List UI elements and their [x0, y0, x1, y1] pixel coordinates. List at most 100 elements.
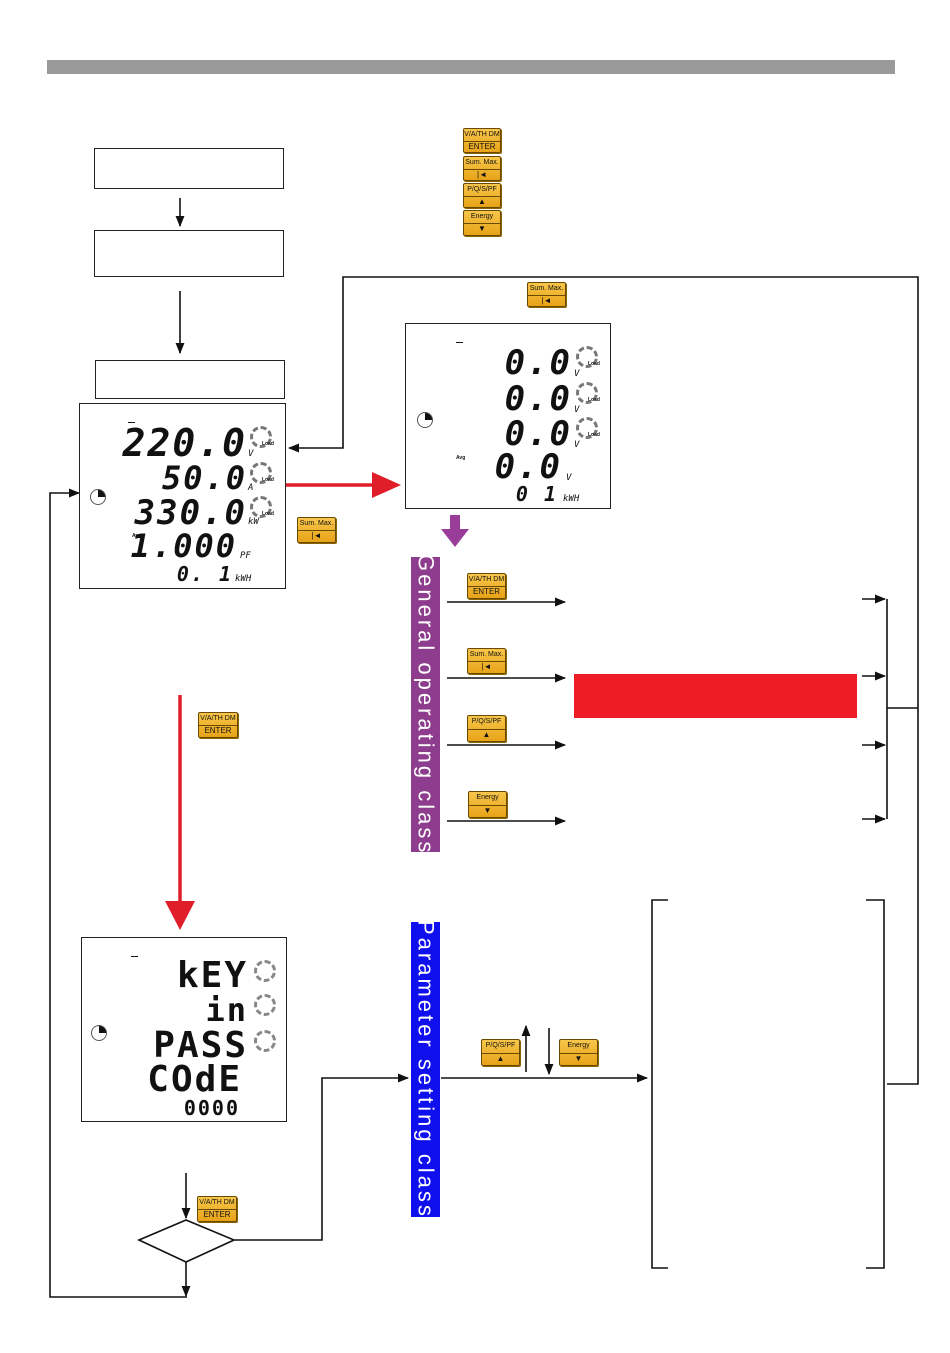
- lcd-row-2-value: 50.0: [161, 459, 247, 497]
- gen-key-enter[interactable]: V/A/TH DM ENTER: [467, 573, 506, 599]
- legend-key-enter[interactable]: V/A/TH DM ENTER: [463, 128, 501, 153]
- key-label-top: Energy: [464, 211, 500, 224]
- parameter-setting-label: Parameter setting class: [413, 920, 439, 1219]
- main-key-sum-max[interactable]: Sum. Max. |◄: [297, 517, 336, 543]
- load-gauge-icon: [576, 417, 598, 439]
- general-operating-label: General operating class: [413, 553, 439, 856]
- flow-box-3: [95, 360, 285, 399]
- load-gauge-label: Load: [588, 432, 600, 438]
- lcd-row-3-value: 330.0: [134, 493, 247, 533]
- load-gauge-label: Load: [588, 361, 600, 367]
- lcd-row-4-unit: V: [566, 473, 572, 483]
- key-label-bottom: ▲: [482, 729, 491, 739]
- key-label-top: V/A/TH DM: [199, 713, 237, 726]
- key-label-bottom: ENTER: [203, 1210, 231, 1219]
- key-label-top: Sum. Max.: [468, 649, 505, 662]
- key-label-bottom: ▼: [483, 805, 492, 815]
- lcd-row-5-unit: kWH: [235, 574, 252, 584]
- lcd-row-2-value: 0.0: [504, 379, 572, 419]
- phase-indicator-icon: [90, 489, 106, 505]
- purple-arrow-head: [441, 529, 469, 547]
- param-key-energy[interactable]: Energy ▼: [559, 1039, 598, 1066]
- red-arrow-down-head: [165, 901, 195, 930]
- lcd-row-5-value: 0. 1: [176, 562, 233, 586]
- load-gauge-icon: [576, 346, 598, 368]
- lcd-row-1-value: kEY: [176, 955, 248, 996]
- load-gauge-icon: [254, 960, 276, 982]
- general-operating-band: General operating class: [411, 553, 440, 856]
- key-label-top: Energy: [560, 1040, 597, 1054]
- load-gauge-icon: [254, 994, 276, 1016]
- main-lcd-display: Avg 220.0 V 50.0 A 330.0 kW 1.000 PF 0. …: [79, 403, 286, 589]
- lcd-dash-mark: [456, 342, 463, 343]
- lcd-row-1-value: 220.0: [122, 421, 247, 465]
- lcd-row-3-value: PASS: [153, 1025, 248, 1066]
- lcd-row-3-unit: kW: [248, 517, 259, 527]
- gen-key-sum-max[interactable]: Sum. Max. |◄: [467, 648, 506, 674]
- loop-left-return: [49, 488, 187, 1298]
- gen-key-energy[interactable]: Energy ▼: [468, 791, 507, 818]
- key-label-top: V/A/TH DM: [198, 1197, 236, 1210]
- legend-key-energy[interactable]: Energy ▼: [463, 210, 501, 236]
- load-gauge-label: Load: [262, 477, 274, 483]
- lcd-row-1-value: 0.0: [504, 343, 572, 383]
- purple-arrow-shaft: [450, 515, 460, 530]
- key-label-bottom: |◄: [477, 169, 487, 179]
- legend-key-sum-max[interactable]: Sum. Max. |◄: [463, 156, 501, 181]
- bracket-right: [866, 899, 885, 1269]
- flow-box-1: [94, 148, 284, 189]
- avg-label: Avg: [456, 455, 466, 461]
- legend-key-pqspf[interactable]: P/Q/S/PF ▲: [463, 183, 501, 208]
- second-lcd-display: Avg 0.0 V 0.0 V 0.0 V 0.0 V 0 1 kWH Load…: [405, 323, 611, 509]
- lcd-row-5-value: 0000: [183, 1096, 240, 1120]
- param-key-pqspf[interactable]: P/Q/S/PF ▲: [481, 1039, 520, 1066]
- load-gauge-icon: [250, 462, 272, 484]
- lcd-row-1-unit: V: [574, 369, 580, 379]
- load-gauge-label: Load: [262, 441, 274, 447]
- down-key-enter[interactable]: V/A/TH DM ENTER: [198, 712, 238, 738]
- lcd-row-2-unit: V: [574, 405, 580, 415]
- lcd-row-4-value: 0.0: [494, 447, 562, 487]
- key-label-top: V/A/TH DM: [468, 574, 505, 587]
- lcd-row-3-unit: V: [574, 440, 580, 450]
- bracket-left: [651, 899, 668, 1269]
- arrow-diamond-to-parameter: [234, 1073, 410, 1241]
- lcd-row-1-unit: V: [248, 449, 254, 459]
- diamond-key-enter[interactable]: V/A/TH DM ENTER: [197, 1196, 237, 1222]
- phase-indicator-icon: [91, 1025, 107, 1041]
- load-gauge-icon: [250, 496, 272, 518]
- load-gauge-label: Load: [262, 511, 274, 517]
- key-label-bottom: ▲: [496, 1053, 505, 1063]
- flow-box-2: [94, 230, 284, 277]
- key-label-bottom: |◄: [481, 662, 492, 671]
- load-gauge-icon: [250, 426, 272, 448]
- lcd-row-4-unit: PF: [240, 551, 251, 561]
- key-label-top: V/A/TH DM: [464, 129, 500, 142]
- key-label-top: P/Q/S/PF: [482, 1040, 519, 1054]
- key-label-bottom: ENTER: [472, 587, 501, 596]
- load-gauge-label: Load: [588, 397, 600, 403]
- lcd-row-5-unit: kWH: [563, 494, 580, 504]
- lcd-row-4-value: 1.000: [130, 527, 237, 565]
- key-label-bottom: |◄: [541, 295, 552, 305]
- lcd-dash-mark: [131, 956, 138, 957]
- decision-diamond: [137, 1219, 236, 1263]
- key-label-top: Sum. Max.: [464, 157, 500, 170]
- lcd-row-2-value: in: [205, 991, 248, 1029]
- key-label-bottom: ▲: [478, 196, 486, 206]
- key-label-top: P/Q/S/PF: [464, 184, 500, 197]
- phase-indicator-icon: [417, 412, 433, 428]
- loop-lower-right: [887, 708, 919, 1085]
- lcd-dash-mark: [128, 422, 135, 423]
- loop-key-sum-max[interactable]: Sum. Max. |◄: [527, 282, 566, 307]
- parameter-setting-band: Parameter setting class: [411, 920, 440, 1219]
- key-label-bottom: ENTER: [468, 141, 496, 151]
- loop-top-to-main-lcd: [287, 276, 919, 708]
- key-label-bottom: ENTER: [204, 726, 232, 735]
- gen-key-pqspf[interactable]: P/Q/S/PF ▲: [467, 715, 506, 742]
- header-bar: [47, 60, 895, 74]
- passcode-lcd-display: kEY in PASS COdE 0000: [81, 937, 287, 1122]
- lcd-row-3-value: 0.0: [504, 414, 572, 454]
